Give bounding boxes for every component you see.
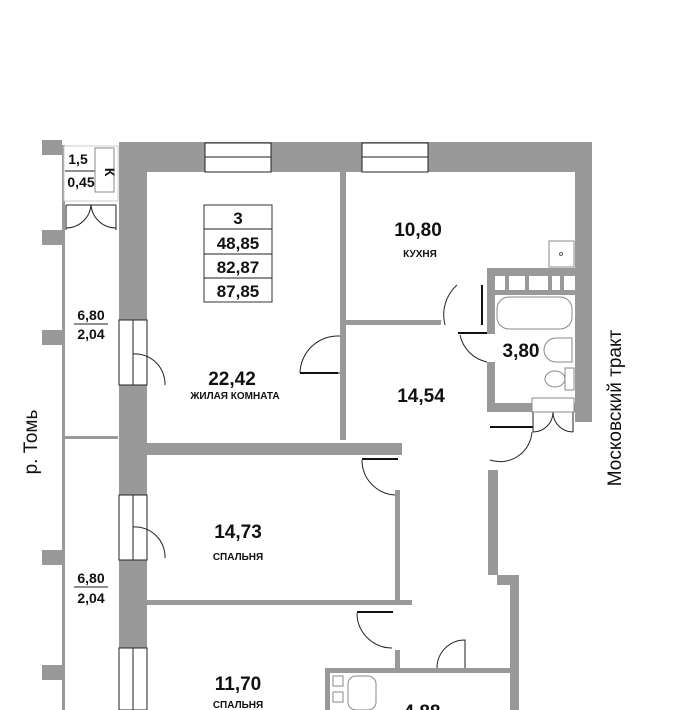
bedroom1-area: 14,73 (214, 522, 262, 543)
river-label: р. Томь (21, 410, 42, 475)
windows (118, 142, 429, 710)
doors (132, 284, 574, 669)
storage-mark: К (102, 168, 118, 177)
storage-area: 1,5 (68, 151, 88, 167)
street-label: Московский тракт (605, 329, 626, 486)
kitchen-area: 10,80 (394, 220, 442, 241)
living-room-label: ЖИЛАЯ КОМНАТА (189, 391, 279, 402)
total-area: 82,87 (217, 258, 260, 277)
total-with-balcony: 87,85 (217, 282, 260, 301)
walls (119, 142, 592, 710)
living-room-area: 22,42 (208, 369, 256, 390)
balcony (42, 140, 119, 710)
bedroom2-label: СПАЛЬНЯ (213, 700, 263, 710)
apartment-summary: 3 48,85 82,87 87,85 (203, 204, 273, 303)
bathroom2-area: 4,88 (404, 702, 441, 710)
balcony-lower-coef: 2,04 (77, 590, 104, 606)
living-area: 48,85 (217, 234, 260, 253)
bedroom2-area: 11,70 (215, 674, 262, 695)
balcony-lower-area: 6,80 (77, 570, 104, 586)
bathroom1-area: 3,80 (503, 341, 540, 362)
rooms-count: 3 (233, 209, 242, 228)
hall-area: 14,54 (397, 386, 445, 407)
bedroom1-label: СПАЛЬНЯ (213, 552, 263, 563)
fixtures (332, 240, 575, 710)
storage-coef: 0,45 (67, 174, 94, 190)
balcony-upper-area: 6,80 (77, 307, 104, 323)
kitchen-label: КУХНЯ (403, 249, 437, 260)
balcony-upper-coef: 2,04 (77, 326, 104, 342)
